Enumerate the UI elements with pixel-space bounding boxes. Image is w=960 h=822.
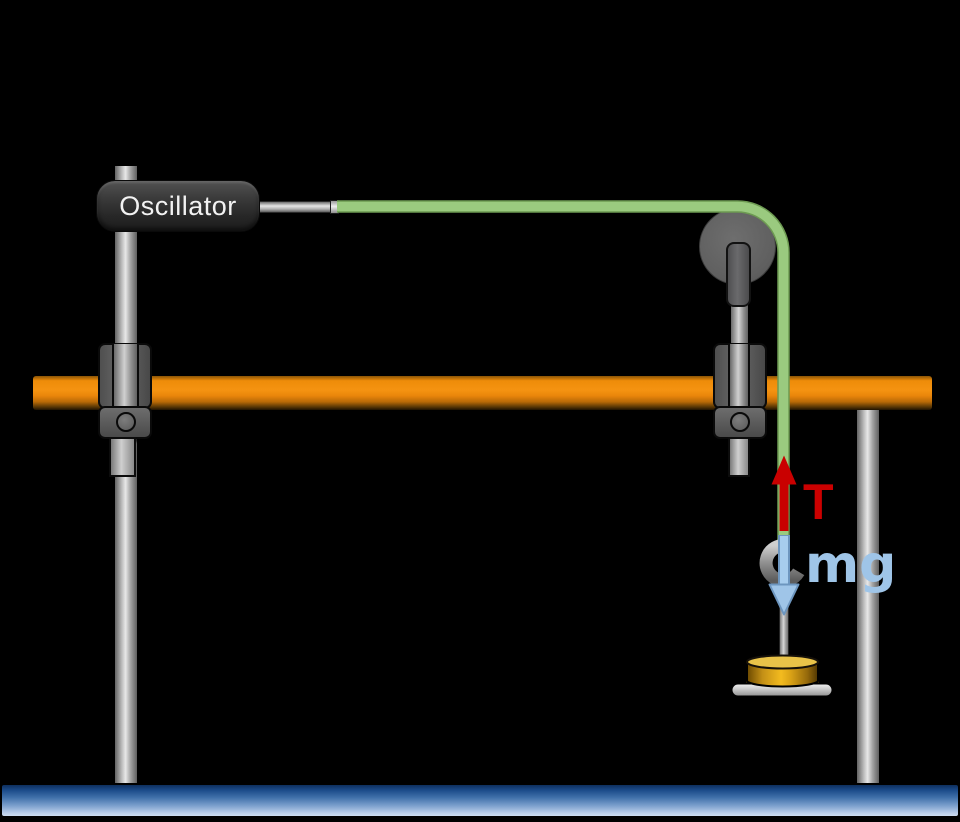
tension-arrow-head [771,455,797,485]
oscillator-box: Oscillator [96,180,260,232]
weight-arrow-head [768,583,800,616]
right-clamp-rod-slot [728,344,750,408]
tension-arrow-shaft [779,480,789,531]
slotted-mass-top [746,654,819,670]
hanger-hook [759,539,805,587]
right-clamp-knob [730,412,750,432]
weight-label: mg [805,535,897,595]
right-support-rod [857,409,879,784]
tension-label: T [803,474,834,530]
left-clamp-rod-slot [112,344,139,408]
oscillator-drive-rod [260,201,332,213]
left-clamp-sleeve [109,437,136,477]
string [337,201,789,543]
pulley-bracket [726,242,751,307]
right-clamp-sleeve [728,437,750,477]
table-surface [0,783,960,818]
string-outline [337,200,790,543]
left-clamp-knob [116,412,136,432]
oscillator-label: Oscillator [119,190,237,221]
